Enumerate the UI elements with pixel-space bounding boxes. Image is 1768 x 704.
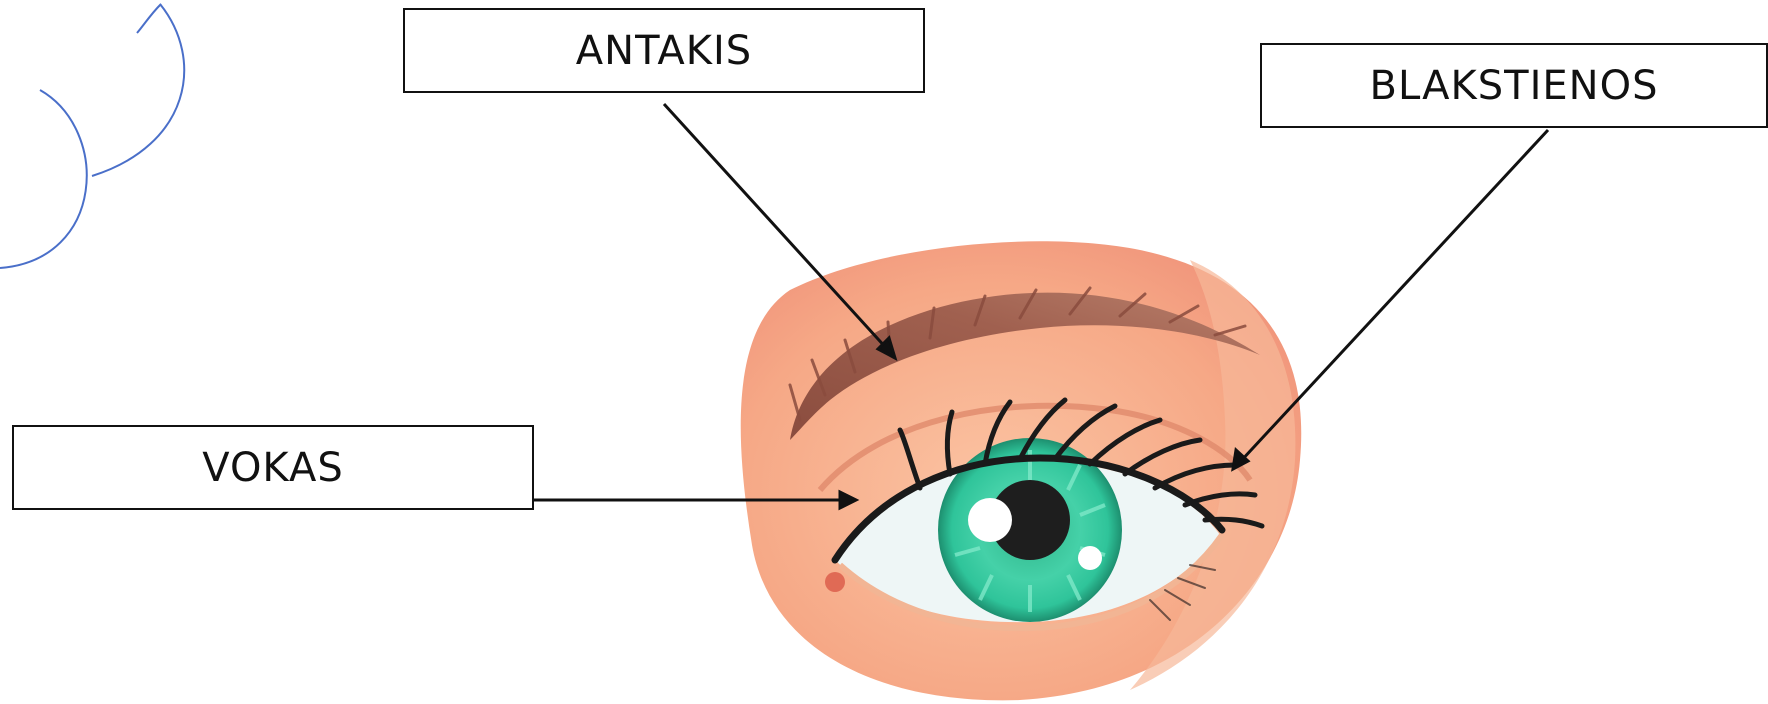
label-vokas-text: VOKAS (202, 448, 343, 488)
decor-arc (137, 4, 161, 33)
eye-highlight (1078, 546, 1102, 570)
eye-highlight (968, 498, 1012, 542)
blakstienos-pointer (1240, 130, 1548, 462)
decor-arc (92, 4, 184, 176)
decor-arc (0, 90, 87, 268)
label-blakstienos-text: BLAKSTIENOS (1370, 66, 1659, 106)
label-vokas: VOKAS (12, 425, 534, 510)
label-blakstienos: BLAKSTIENOS (1260, 43, 1768, 128)
label-antakis-text: ANTAKIS (576, 31, 752, 71)
label-antakis: ANTAKIS (403, 8, 925, 93)
tear-duct (825, 572, 845, 592)
